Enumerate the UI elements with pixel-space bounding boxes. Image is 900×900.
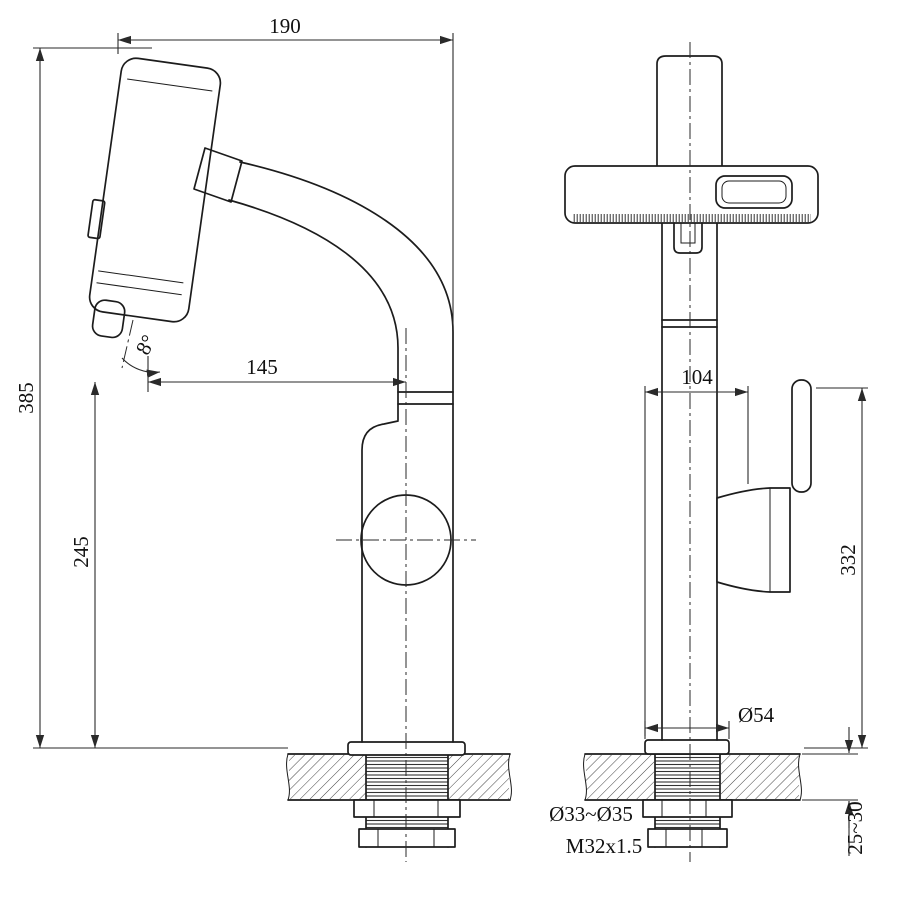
handle-hub	[716, 487, 791, 593]
handle-lever	[791, 379, 812, 493]
neck-inner-edge	[228, 199, 399, 421]
countertop-hatch-left	[289, 755, 366, 799]
countertop-hatch-right	[448, 755, 509, 799]
countertop-break-left	[583, 753, 587, 801]
countertop-break-left	[286, 753, 290, 801]
head-cap-seam	[127, 78, 213, 92]
dim-label-side-height: 332	[836, 544, 860, 576]
countertop-break-right	[508, 753, 512, 801]
countertop-section-front	[286, 753, 512, 801]
countertop-hatch-left	[586, 755, 654, 799]
dim-label-base-diameter: Ø54	[738, 703, 775, 727]
lock-nut	[358, 828, 456, 848]
outlet-detail	[680, 222, 696, 244]
neck-outer-edge	[239, 161, 454, 743]
display-window-inner	[721, 180, 787, 204]
head-bottom-seam	[96, 282, 182, 296]
angle-arc	[121, 357, 161, 378]
dimensions-front: 190 385 245 145 8°	[14, 14, 454, 749]
head-joint	[193, 147, 243, 203]
dimensions-side: 104 332 Ø54 Ø33~Ø35 M32x1.5 25~30	[549, 365, 868, 858]
dim-label-deck-thickness: 25~30	[843, 801, 867, 854]
lock-nut	[647, 828, 728, 848]
dim-label-top-width: 190	[269, 14, 301, 38]
base-flange	[644, 739, 730, 755]
dim-label-spout-angle: 8°	[131, 331, 161, 359]
head-bottom-seam	[98, 270, 184, 284]
dim-label-overall-height: 385	[14, 382, 38, 414]
head-outline	[88, 57, 222, 323]
spout-nozzle	[91, 299, 126, 339]
mounting-shank-front	[353, 753, 461, 848]
waterfall-head	[87, 57, 222, 339]
lock-washer	[353, 799, 461, 818]
body-left-edge	[361, 420, 399, 743]
display-window-outer	[715, 175, 793, 209]
dim-label-spout-reach: 145	[246, 355, 278, 379]
countertop-section-side	[583, 753, 802, 801]
outlet-cup	[673, 222, 703, 254]
countertop-hatch-right	[721, 755, 799, 799]
front-view	[87, 57, 512, 862]
dim-label-body-height: 245	[69, 536, 93, 568]
dim-label-thread-spec: M32x1.5	[566, 834, 642, 858]
side-view	[564, 42, 819, 862]
countertop-break-right	[798, 753, 802, 801]
angle-reference-line	[121, 319, 134, 369]
mounting-shank-side	[642, 753, 733, 848]
head-side-button	[87, 198, 106, 240]
lock-washer	[642, 799, 733, 818]
faucet-body-side	[564, 55, 819, 755]
waterfall-slot-texture	[573, 214, 811, 222]
dim-label-mounting-hole: Ø33~Ø35	[549, 802, 633, 826]
dim-label-side-offset: 104	[681, 365, 713, 389]
